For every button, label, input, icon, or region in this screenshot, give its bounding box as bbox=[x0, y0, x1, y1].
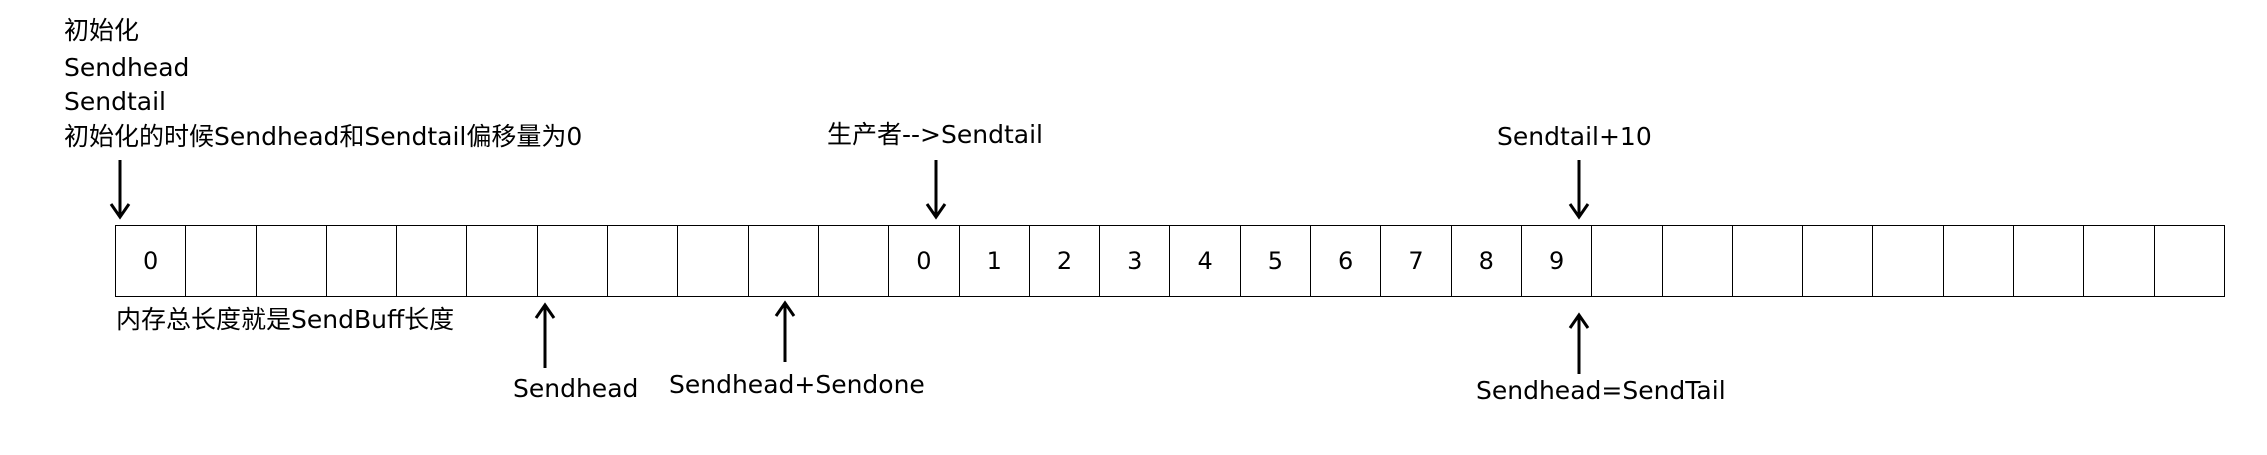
buffer-cell: 2 bbox=[1028, 225, 1101, 297]
buffer-cell: 0 bbox=[888, 225, 960, 297]
sendhead-up-arrow-icon bbox=[534, 302, 556, 368]
buffer-cell bbox=[1661, 225, 1733, 297]
sendhead-sendone-up-arrow-icon bbox=[774, 300, 796, 362]
buffer-cell bbox=[325, 225, 398, 297]
send-buffer: 0 0 1 2 3 4 5 6 7 8 9 bbox=[115, 225, 2225, 297]
producer-label: 生产者-->Sendtail bbox=[827, 120, 1043, 149]
buffer-cell bbox=[747, 225, 819, 297]
init-note: 初始化的时候Sendhead和Sendtail偏移量为0 bbox=[64, 122, 583, 151]
producer-down-arrow-icon bbox=[925, 160, 947, 220]
head-eq-tail-up-arrow-icon bbox=[1568, 312, 1590, 374]
sendtail-plus-10-label: Sendtail+10 bbox=[1497, 122, 1652, 151]
buffer-cell bbox=[817, 225, 890, 297]
init-title: 初始化 bbox=[64, 16, 140, 45]
sendhead-label: Sendhead bbox=[513, 374, 639, 403]
buffer-cell: 4 bbox=[1169, 225, 1241, 297]
buffer-cell bbox=[1802, 225, 1874, 297]
buffer-cell: 7 bbox=[1380, 225, 1452, 297]
buffer-cell: 9 bbox=[1520, 225, 1593, 297]
buffer-cell: 3 bbox=[1099, 225, 1171, 297]
init-down-arrow-icon bbox=[109, 160, 131, 220]
buffer-cell bbox=[1731, 225, 1804, 297]
buffer-cell: 6 bbox=[1310, 225, 1382, 297]
buffer-cell bbox=[1942, 225, 2015, 297]
sendtail-down-arrow-icon bbox=[1568, 160, 1590, 220]
buffer-cell bbox=[2013, 225, 2085, 297]
buffer-cell: 0 bbox=[115, 225, 187, 297]
buffer-cell bbox=[2153, 225, 2225, 297]
memory-length-label: 内存总长度就是SendBuff长度 bbox=[116, 305, 455, 334]
buffer-cell bbox=[1591, 225, 1663, 297]
init-sendhead-label: Sendhead bbox=[64, 53, 190, 82]
buffer-cell: 8 bbox=[1450, 225, 1522, 297]
buffer-cell bbox=[466, 225, 538, 297]
init-sendtail-label: Sendtail bbox=[64, 87, 166, 116]
buffer-cell bbox=[396, 225, 468, 297]
buffer-cell bbox=[185, 225, 257, 297]
buffer-cell bbox=[607, 225, 679, 297]
sendhead-eq-sendtail-label: Sendhead=SendTail bbox=[1476, 376, 1726, 405]
buffer-cell bbox=[536, 225, 609, 297]
buffer-cell: 1 bbox=[958, 225, 1030, 297]
sendhead-sendone-label: Sendhead+Sendone bbox=[669, 370, 925, 399]
buffer-cell bbox=[255, 225, 327, 297]
buffer-cell: 5 bbox=[1239, 225, 1312, 297]
buffer-cell bbox=[677, 225, 749, 297]
buffer-cell bbox=[2083, 225, 2155, 297]
buffer-cell bbox=[1872, 225, 1944, 297]
